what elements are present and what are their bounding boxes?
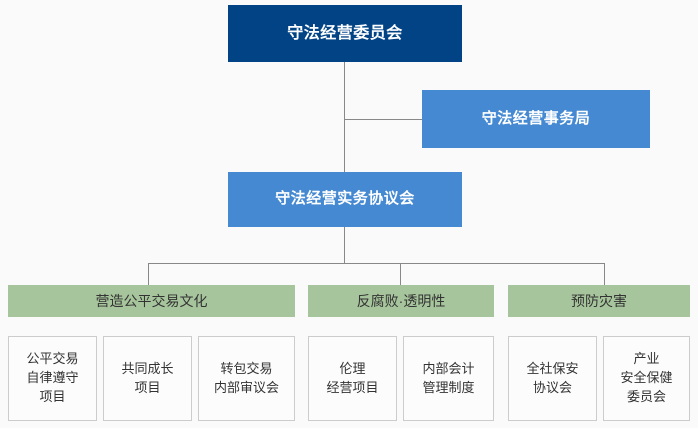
connector-drop-group-1 [148, 263, 149, 285]
leaf-label: 公平交易自律遵守项目 [26, 351, 79, 404]
leaf-node[interactable]: 共同成长项目 [103, 336, 192, 421]
node-compliance-practice-council[interactable]: 守法经营实务协议会 [228, 172, 462, 227]
node-compliance-secretariat[interactable]: 守法经营事务局 [422, 90, 650, 148]
leaf-node[interactable]: 内部会计管理制度 [403, 336, 494, 421]
leaf-label: 产业安全保健委员会 [620, 351, 673, 404]
connector-branch-to-secretariat [344, 119, 422, 120]
leaf-label: 转包交易内部审议会 [213, 360, 279, 395]
connector-drop-group-3 [604, 263, 605, 285]
leaf-label: 全社保安协议会 [526, 360, 579, 395]
leaf-label: 内部会计管理制度 [422, 360, 475, 395]
group-header-fair-trade-culture[interactable]: 营造公平交易文化 [8, 285, 295, 317]
leaf-node[interactable]: 伦理经营项目 [308, 336, 397, 421]
leaf-node[interactable]: 全社保安协议会 [508, 336, 597, 421]
node-compliance-committee[interactable]: 守法经营委员会 [228, 5, 462, 62]
connector-drop-group-2 [400, 263, 401, 285]
leaf-node[interactable]: 公平交易自律遵守项目 [8, 336, 97, 421]
group-header-disaster-prevention[interactable]: 预防灾害 [508, 285, 690, 317]
leaf-label: 共同成长项目 [121, 360, 174, 395]
leaf-label: 伦理经营项目 [326, 360, 379, 395]
leaf-node[interactable]: 转包交易内部审议会 [198, 336, 295, 421]
connector-committee-to-council [344, 62, 345, 172]
group-header-anti-corruption-transparency[interactable]: 反腐败·透明性 [308, 285, 494, 317]
leaf-node[interactable]: 产业安全保健委员会 [603, 336, 690, 421]
connector-distribution-bar [148, 263, 605, 264]
connector-council-to-groups [344, 227, 345, 263]
